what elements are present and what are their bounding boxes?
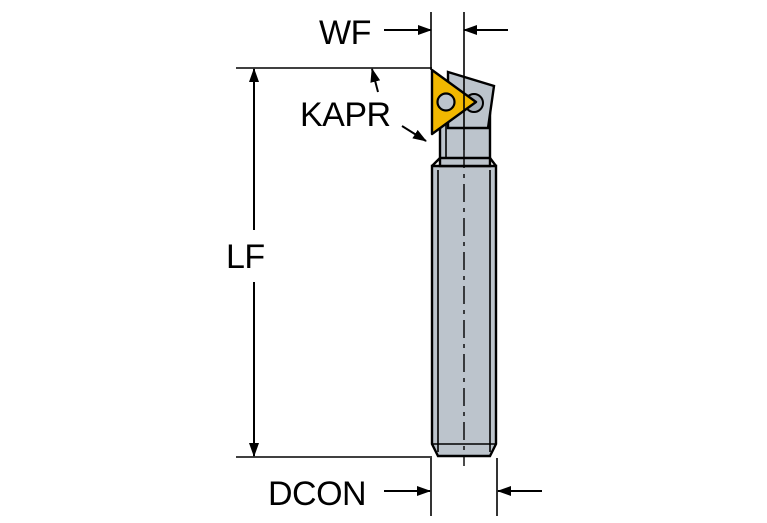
wf-label: WF [319,14,371,52]
dcon-label: DCON [268,475,366,513]
kapr-label: KAPR [300,96,391,134]
shank-shoulder [431,156,497,167]
insert-hole-icon [436,92,456,112]
kapr-arrow-bottom [401,125,427,142]
kapr-arrow-top [370,68,381,93]
insert [430,68,478,136]
lf-label: LF [226,238,265,276]
